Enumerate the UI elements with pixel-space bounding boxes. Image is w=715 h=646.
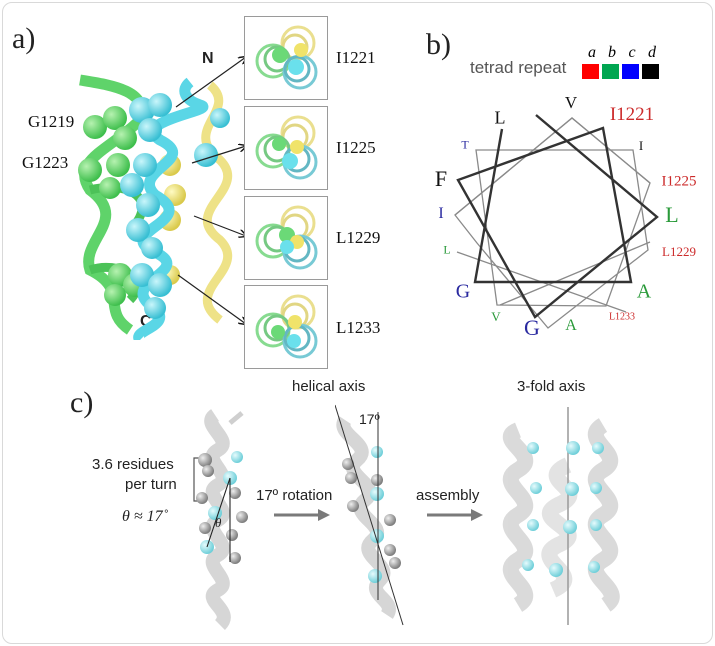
wheel-residue-i1221: I1221: [609, 104, 655, 125]
wheel-residue-a-bottom: A: [565, 317, 577, 334]
wheel-residue-i: I: [638, 138, 644, 153]
legend-key-c: c: [628, 44, 636, 61]
wheel-residue-l1233: L1233: [608, 311, 636, 323]
legend-swatch-d: [642, 64, 659, 79]
wheel-residue-l-right: L: [665, 202, 679, 227]
wheel-residue-t: T: [461, 137, 469, 152]
wheel-residue-i-left: I: [438, 205, 444, 222]
panel-a-label: a): [12, 22, 36, 55]
legend-key-b: b: [608, 44, 616, 61]
legend-key-a: a: [588, 44, 596, 61]
helix-bundle-side-view: [78, 74, 233, 340]
panel-c-label: c): [70, 386, 94, 419]
assembly-arrow: [427, 509, 483, 521]
helical-axis-label: helical axis: [292, 378, 366, 395]
tetrad-legend: a b c d: [582, 44, 662, 79]
rotation-label: 17º rotation: [256, 487, 333, 504]
threefold-axis-label: 3-fold axis: [517, 378, 586, 395]
residues-per-turn-line1: 3.6 residues: [92, 456, 174, 473]
legend-title: tetrad repeat: [470, 58, 567, 77]
helix-top-view-image: [255, 115, 318, 180]
rotated-helix-model: [335, 404, 404, 626]
residue-label-g1223: G1223: [22, 153, 69, 172]
n-terminus-label: N: [202, 50, 214, 67]
residue-label-g1219: G1219: [28, 112, 75, 131]
inset-top-view-i1221: [244, 16, 328, 100]
rotation-angle-label: 17º: [359, 411, 380, 427]
theta-symbol: θ: [215, 515, 222, 530]
inset-label-i1225: I1225: [336, 138, 376, 157]
legend-swatch-b: [602, 64, 619, 79]
wheel-residue-l1229: L1229: [662, 244, 696, 259]
wheel-residue-f: F: [434, 166, 448, 191]
inset-top-view-l1229: [244, 196, 328, 280]
legend-keys: a b c d: [582, 44, 662, 62]
wheel-residue-g-left: G: [455, 280, 471, 303]
helical-wheel-diagram: [454, 114, 659, 329]
wheel-residue-v-top: V: [564, 93, 578, 112]
residues-per-turn-line2: per turn: [125, 476, 177, 493]
trimer-assembly-model: [502, 407, 620, 625]
inset-label-i1221: I1221: [336, 48, 376, 67]
legend-swatch-a: [582, 64, 599, 79]
theta-approx-label: θ ≈ 17˚: [122, 508, 168, 525]
wheel-residue-g-bottom: G: [524, 315, 540, 340]
assembly-label: assembly: [416, 487, 480, 504]
callout-arrows: [175, 50, 250, 330]
wheel-residue-v-bottom: V: [491, 309, 501, 324]
legend-key-d: d: [648, 44, 656, 61]
rotation-arrow: [274, 509, 330, 521]
wheel-residue-l-top: L: [494, 107, 506, 128]
single-helix-model: [196, 409, 248, 630]
inset-top-view-i1225: [244, 106, 328, 190]
inset-top-view-l1233: [244, 285, 328, 369]
helix-top-view-image: [255, 25, 318, 90]
helix-top-view-image: [255, 294, 318, 359]
wheel-residue-l-left: L: [443, 242, 451, 257]
inset-label-l1233: L1233: [336, 318, 381, 337]
wheel-residue-i1225: I1225: [661, 173, 697, 190]
c-terminus-label: C: [140, 313, 152, 330]
helix-top-view-image: [255, 205, 318, 270]
wheel-residue-a-right: A: [636, 280, 652, 303]
inset-label-l1229: L1229: [336, 228, 381, 247]
panel-b-label: b): [426, 28, 451, 61]
legend-swatch-c: [622, 64, 639, 79]
